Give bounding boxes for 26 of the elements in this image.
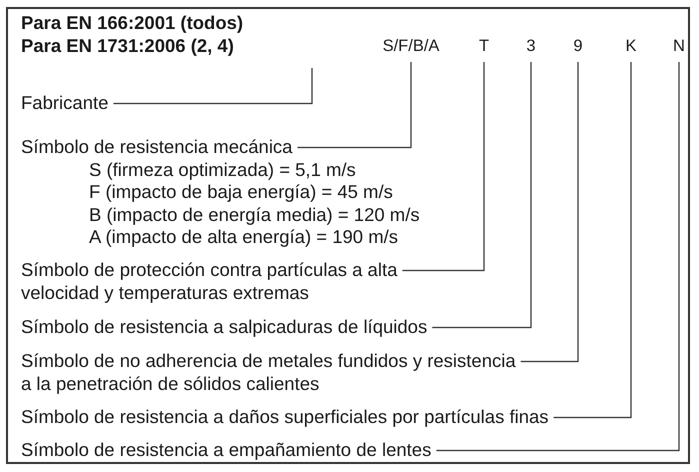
description-text: Símbolo de protección contra partículas a alta velocidad y temperaturas extremas xyxy=(21,259,398,304)
description-text: Símbolo de resistencia a daños superficiales por partículas finas xyxy=(21,406,550,428)
rating-text: A (impacto de alta energía) = 190 m/s xyxy=(88,226,400,248)
leader-line xyxy=(297,62,412,148)
rating-text: F (impacto de baja energía) = 45 m/s xyxy=(88,181,394,204)
description-text: Fabricante xyxy=(21,92,110,114)
marking-code: K xyxy=(624,37,638,56)
leader-line xyxy=(432,62,532,328)
rating-text: S (firmeza optimizada) = 5,1 m/s xyxy=(88,158,357,181)
marking-code: N xyxy=(672,37,686,56)
description-text: Símbolo de resistencia a salpicaduras de líquidos xyxy=(21,316,428,338)
leader-line xyxy=(554,62,632,418)
leader-line xyxy=(436,62,680,452)
description-text: Símbolo de resistencia mecánica xyxy=(21,136,294,158)
rating-text: B (impacto de energía media) = 120 m/s xyxy=(88,204,421,226)
standard-heading: Para EN 166:2001 (todos) xyxy=(21,11,244,34)
leader-line xyxy=(520,62,579,362)
leader-line xyxy=(402,62,485,272)
description-text: Símbolo de resistencia a empañamiento de lentes xyxy=(21,439,432,462)
marking-code: 3 xyxy=(525,37,537,56)
description-text: Símbolo de no adherencia de metales fundidos y resistencia a la penetración de sólidos calientes xyxy=(21,350,517,395)
standard-heading: Para EN 1731:2006 (2, 4) xyxy=(21,34,234,57)
marking-code: 9 xyxy=(572,37,584,56)
marking-code: T xyxy=(478,37,490,56)
leader-line xyxy=(113,68,313,104)
marking-code: S/F/B/A xyxy=(382,37,440,56)
